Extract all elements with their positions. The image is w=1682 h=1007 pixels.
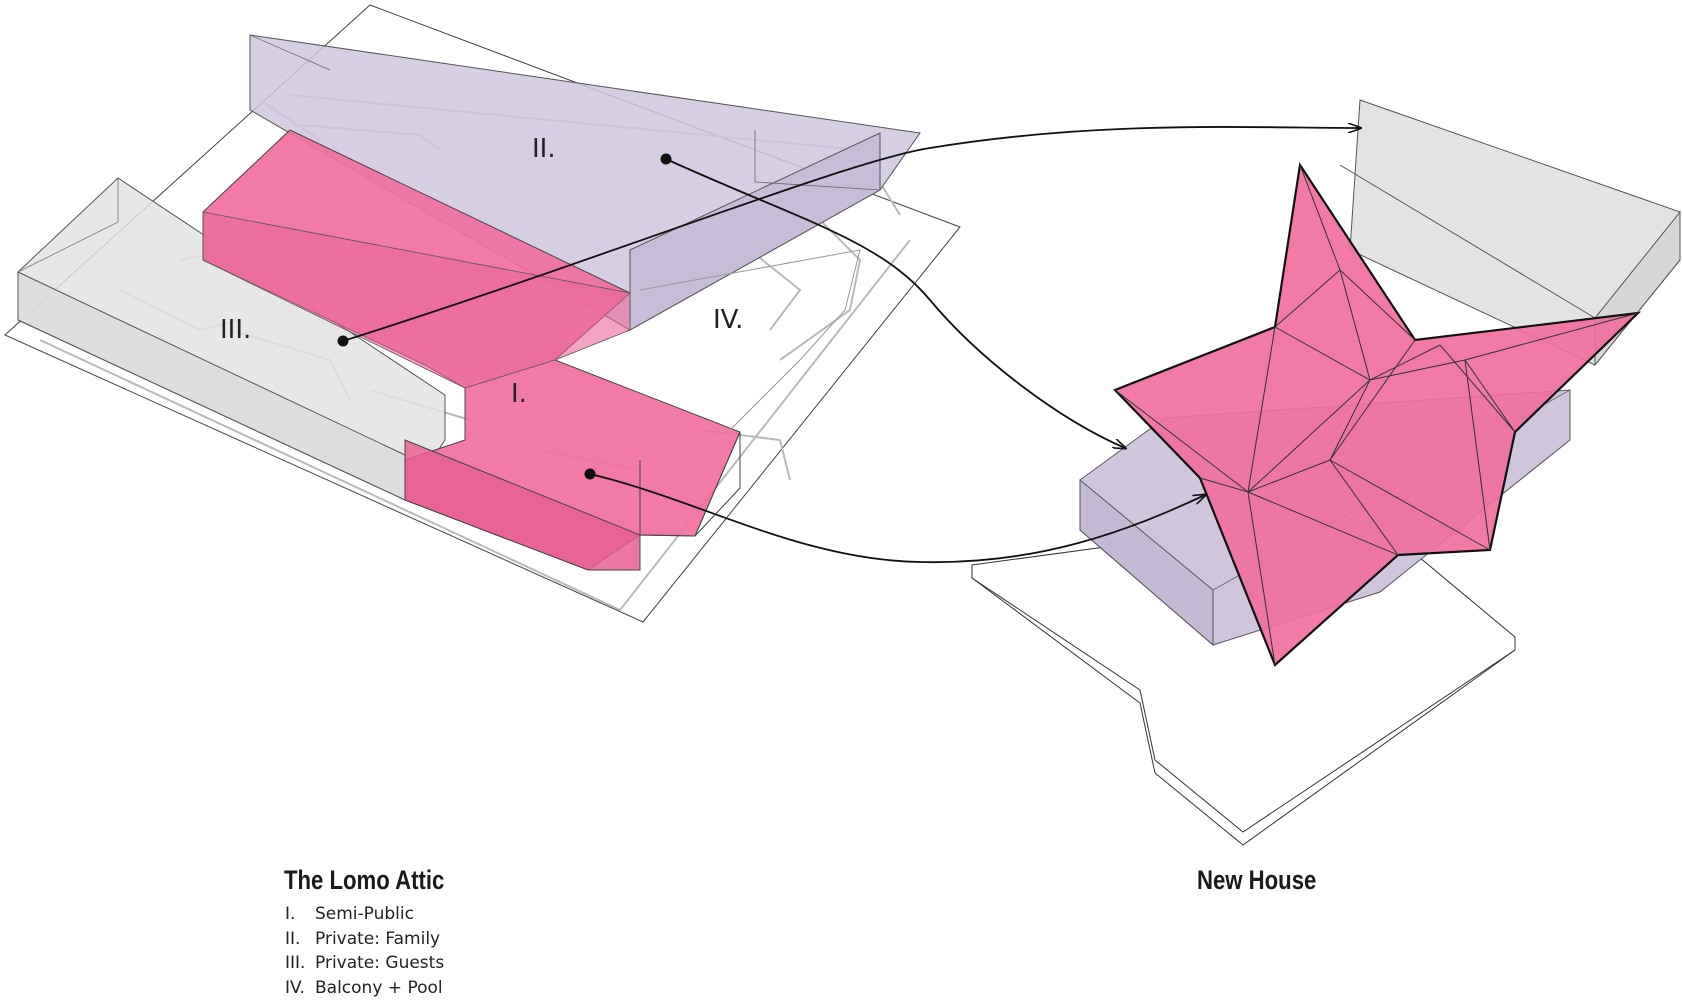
- arrow-guests-to-grey: [342, 127, 1360, 342]
- star-roof: [1113, 162, 1642, 667]
- zone-legend: I. Semi-Public II. Private: Family III. Pri…: [285, 902, 444, 1000]
- legend-label: Balcony + Pool: [315, 977, 443, 998]
- connector-arrows: [342, 127, 1360, 564]
- legend-item: II. Private: Family: [285, 927, 444, 952]
- arrow-origin-dot: [660, 153, 672, 165]
- legend-label: Private: Family: [315, 928, 441, 949]
- zone-iii-volume: [17, 177, 446, 501]
- zone-label-ii: II.: [532, 134, 556, 164]
- legend-numeral: IV.: [285, 977, 305, 998]
- legend-numeral: II.: [285, 928, 301, 949]
- legend-numeral: III.: [285, 953, 306, 973]
- zone-i-volume: [202, 129, 741, 571]
- legend-item: III. Private: Guests: [285, 951, 444, 976]
- zone-label-i: I.: [511, 379, 527, 409]
- title-lomo-attic: The Lomo Attic: [284, 865, 445, 895]
- legend-item: IV. Balcony + Pool: [285, 976, 444, 1001]
- arrow-public-to-star: [589, 473, 1205, 564]
- legend-item: I. Semi-Public: [285, 902, 444, 927]
- lomo-attic-model: II. III. IV. I.: [4, 4, 961, 623]
- arrow-origin-dot: [584, 468, 596, 480]
- arrow-origin-dot: [337, 335, 349, 347]
- zone-iv-outline: [639, 249, 861, 431]
- title-new-house: New House: [1197, 865, 1317, 895]
- arrow-family-to-lavender: [665, 158, 1125, 448]
- legend-numeral: I.: [285, 904, 296, 924]
- new-house-model: [971, 99, 1681, 846]
- zone-label-iv: IV.: [713, 305, 743, 335]
- legend-label: Semi-Public: [315, 904, 414, 924]
- zone-label-iii: III.: [220, 315, 251, 345]
- legend-label: Private: Guests: [315, 953, 445, 973]
